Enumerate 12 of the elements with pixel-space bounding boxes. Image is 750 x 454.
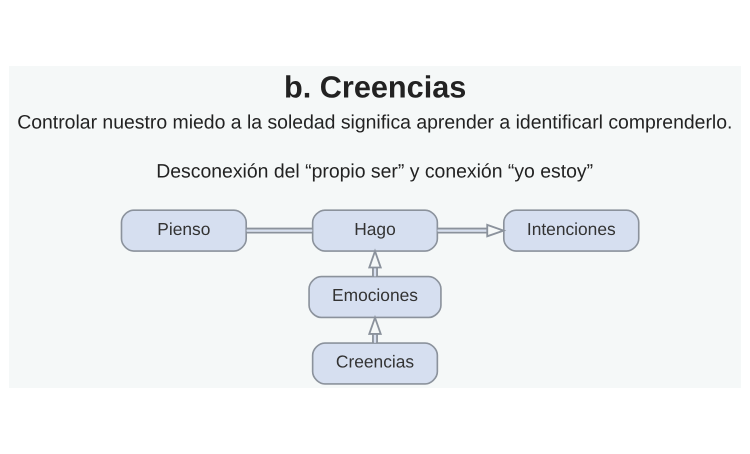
node-box: Pienso xyxy=(120,209,248,252)
label: Desconexión del “propio ser” y conexión “yo estoy” xyxy=(156,160,594,183)
arrow xyxy=(368,248,382,276)
arrow xyxy=(437,224,506,238)
diagram-title: b. Creencias xyxy=(284,70,466,105)
node-box: Intenciones xyxy=(502,209,640,252)
node-box: Emociones xyxy=(308,276,442,318)
arrow xyxy=(368,314,382,343)
node-box: Creencias xyxy=(312,342,438,385)
node-box: Hago xyxy=(312,209,438,252)
connector xyxy=(246,228,312,234)
label: Controlar nuestro miedo a la soledad significa aprender a identificarl comprenderlo. xyxy=(17,112,732,134)
